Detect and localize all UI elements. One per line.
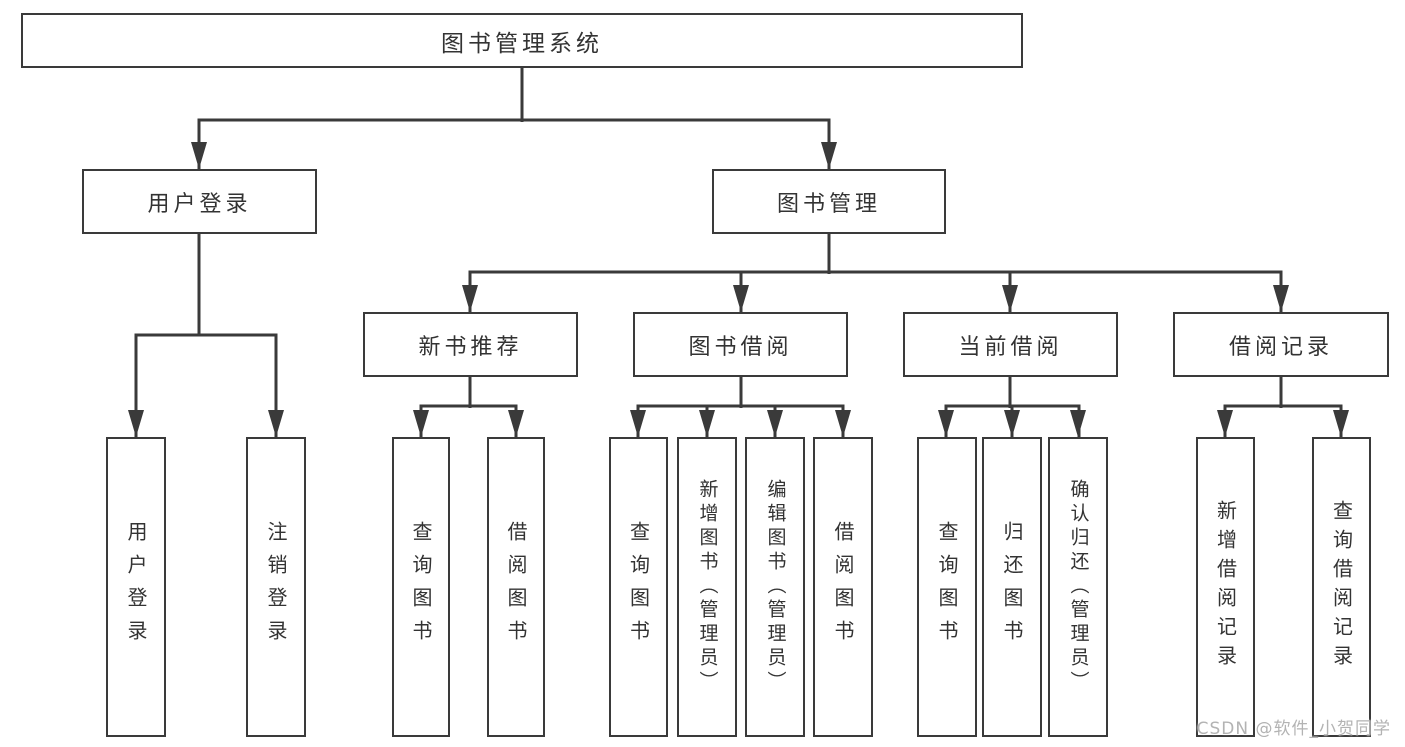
leaf-return-books: 归还图书 — [982, 437, 1042, 737]
node-label: 借阅图书 — [504, 521, 528, 653]
leaf-borrow-books: 借阅图书 — [813, 437, 873, 737]
node-new-book-recommendation: 新书推荐 — [363, 312, 578, 377]
leaf-confirm-return-admin: 确认归还（管理员） — [1048, 437, 1108, 737]
node-label: 图书管理 — [776, 191, 881, 217]
leaf-borrow-books-recommend: 借阅图书 — [487, 437, 545, 737]
node-label: 图书借阅 — [688, 334, 793, 360]
node-label: 编辑图书（管理员） — [764, 479, 787, 695]
node-library-system: 图书管理系统 — [21, 13, 1023, 68]
leaf-query-books-borrow: 查询图书 — [609, 437, 668, 737]
watermark: CSDN @软件_小贺同学 — [1196, 719, 1391, 739]
node-label: 归还图书 — [1000, 521, 1024, 653]
node-label: 查询借阅记录 — [1329, 500, 1354, 674]
node-book-borrowing: 图书借阅 — [633, 312, 848, 377]
node-borrowing-records: 借阅记录 — [1173, 312, 1389, 377]
leaf-query-books-recommend: 查询图书 — [392, 437, 450, 737]
node-label: 确认归还（管理员） — [1067, 479, 1090, 695]
leaf-add-borrow-record: 新增借阅记录 — [1196, 437, 1255, 737]
node-label: 新增图书（管理员） — [696, 479, 719, 695]
leaf-user-login: 用户登录 — [106, 437, 166, 737]
node-label: 用户登录 — [147, 191, 252, 217]
node-label: 用户登录 — [124, 521, 148, 653]
leaf-logout: 注销登录 — [246, 437, 306, 737]
leaf-add-book-admin: 新增图书（管理员） — [677, 437, 737, 737]
arrow-down-icon — [128, 142, 1349, 437]
leaf-edit-book-admin: 编辑图书（管理员） — [745, 437, 805, 737]
connector-lines — [134, 68, 1343, 437]
node-label: 借阅记录 — [1228, 334, 1333, 360]
node-label: 查询图书 — [935, 521, 959, 653]
leaf-query-borrow-record: 查询借阅记录 — [1312, 437, 1371, 737]
leaf-query-books-current: 查询图书 — [917, 437, 977, 737]
node-user-login: 用户登录 — [82, 169, 317, 234]
node-label: 当前借阅 — [958, 334, 1063, 360]
node-label: 注销登录 — [264, 521, 288, 653]
node-label: 图书管理系统 — [441, 30, 603, 57]
node-current-borrowing: 当前借阅 — [903, 312, 1118, 377]
node-label: 新书推荐 — [418, 334, 523, 360]
node-book-management: 图书管理 — [712, 169, 946, 234]
node-label: 新增借阅记录 — [1213, 500, 1238, 674]
node-label: 借阅图书 — [831, 521, 855, 653]
node-label: 查询图书 — [626, 521, 651, 653]
node-label: 查询图书 — [409, 521, 433, 653]
